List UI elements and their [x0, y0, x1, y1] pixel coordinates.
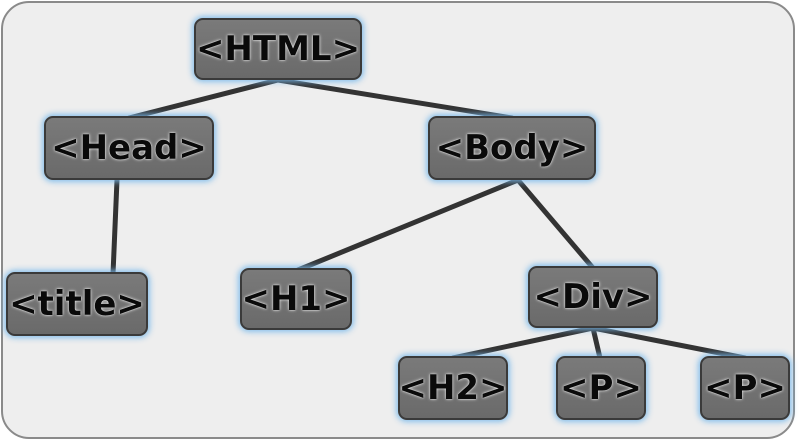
edge-html-head	[126, 77, 281, 121]
node-div: <Div>	[528, 266, 658, 328]
node-title: <title>	[6, 272, 148, 336]
edge-html-body	[275, 77, 515, 121]
node-h1: <H1>	[240, 268, 352, 330]
node-h2: <H2>	[398, 356, 508, 420]
edge-body-h1	[295, 177, 521, 273]
edge-div-h2	[450, 325, 596, 361]
node-p-1: <P>	[556, 356, 646, 420]
edge-div-p2	[590, 325, 748, 361]
edge-body-div	[515, 177, 596, 271]
node-body: <Body>	[428, 116, 596, 180]
edge-head-title	[110, 177, 120, 277]
node-p-2: <P>	[700, 356, 790, 420]
node-html: <HTML>	[194, 18, 362, 80]
node-head: <Head>	[44, 116, 214, 180]
edge-div-p1	[590, 325, 603, 361]
